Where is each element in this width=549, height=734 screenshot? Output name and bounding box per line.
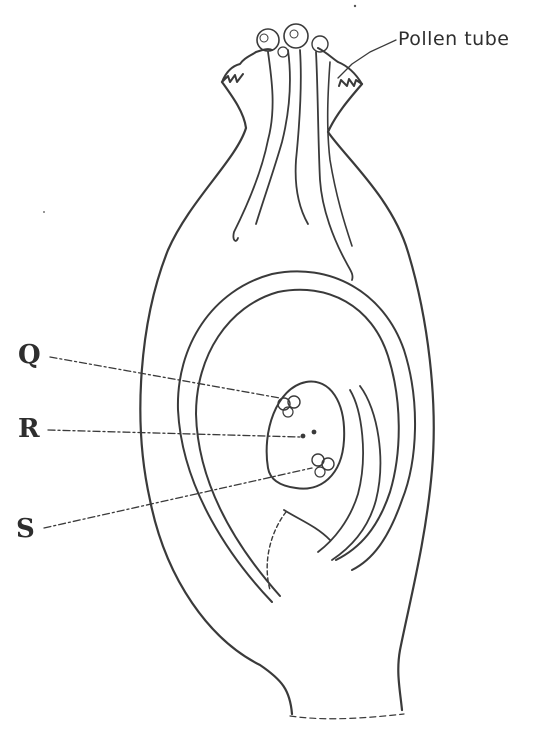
stigma (222, 48, 362, 86)
pollen-tube-leader (338, 40, 396, 78)
label-s: S (16, 514, 35, 544)
label-q: Q (18, 340, 41, 370)
q-leader (50, 357, 280, 398)
funiculus (267, 512, 286, 590)
pollen-tubes (233, 50, 352, 280)
pollen-tube-label: Pollen tube (398, 28, 509, 50)
polar-nuclei (301, 430, 317, 439)
antipodal-cells (312, 454, 334, 477)
nucellus (284, 386, 380, 560)
egg-apparatus (278, 396, 300, 417)
ovule-integument (178, 271, 415, 602)
base-line (290, 714, 404, 719)
label-r: R (18, 414, 40, 444)
ovary-wall (140, 82, 433, 714)
r-leader (48, 430, 300, 437)
